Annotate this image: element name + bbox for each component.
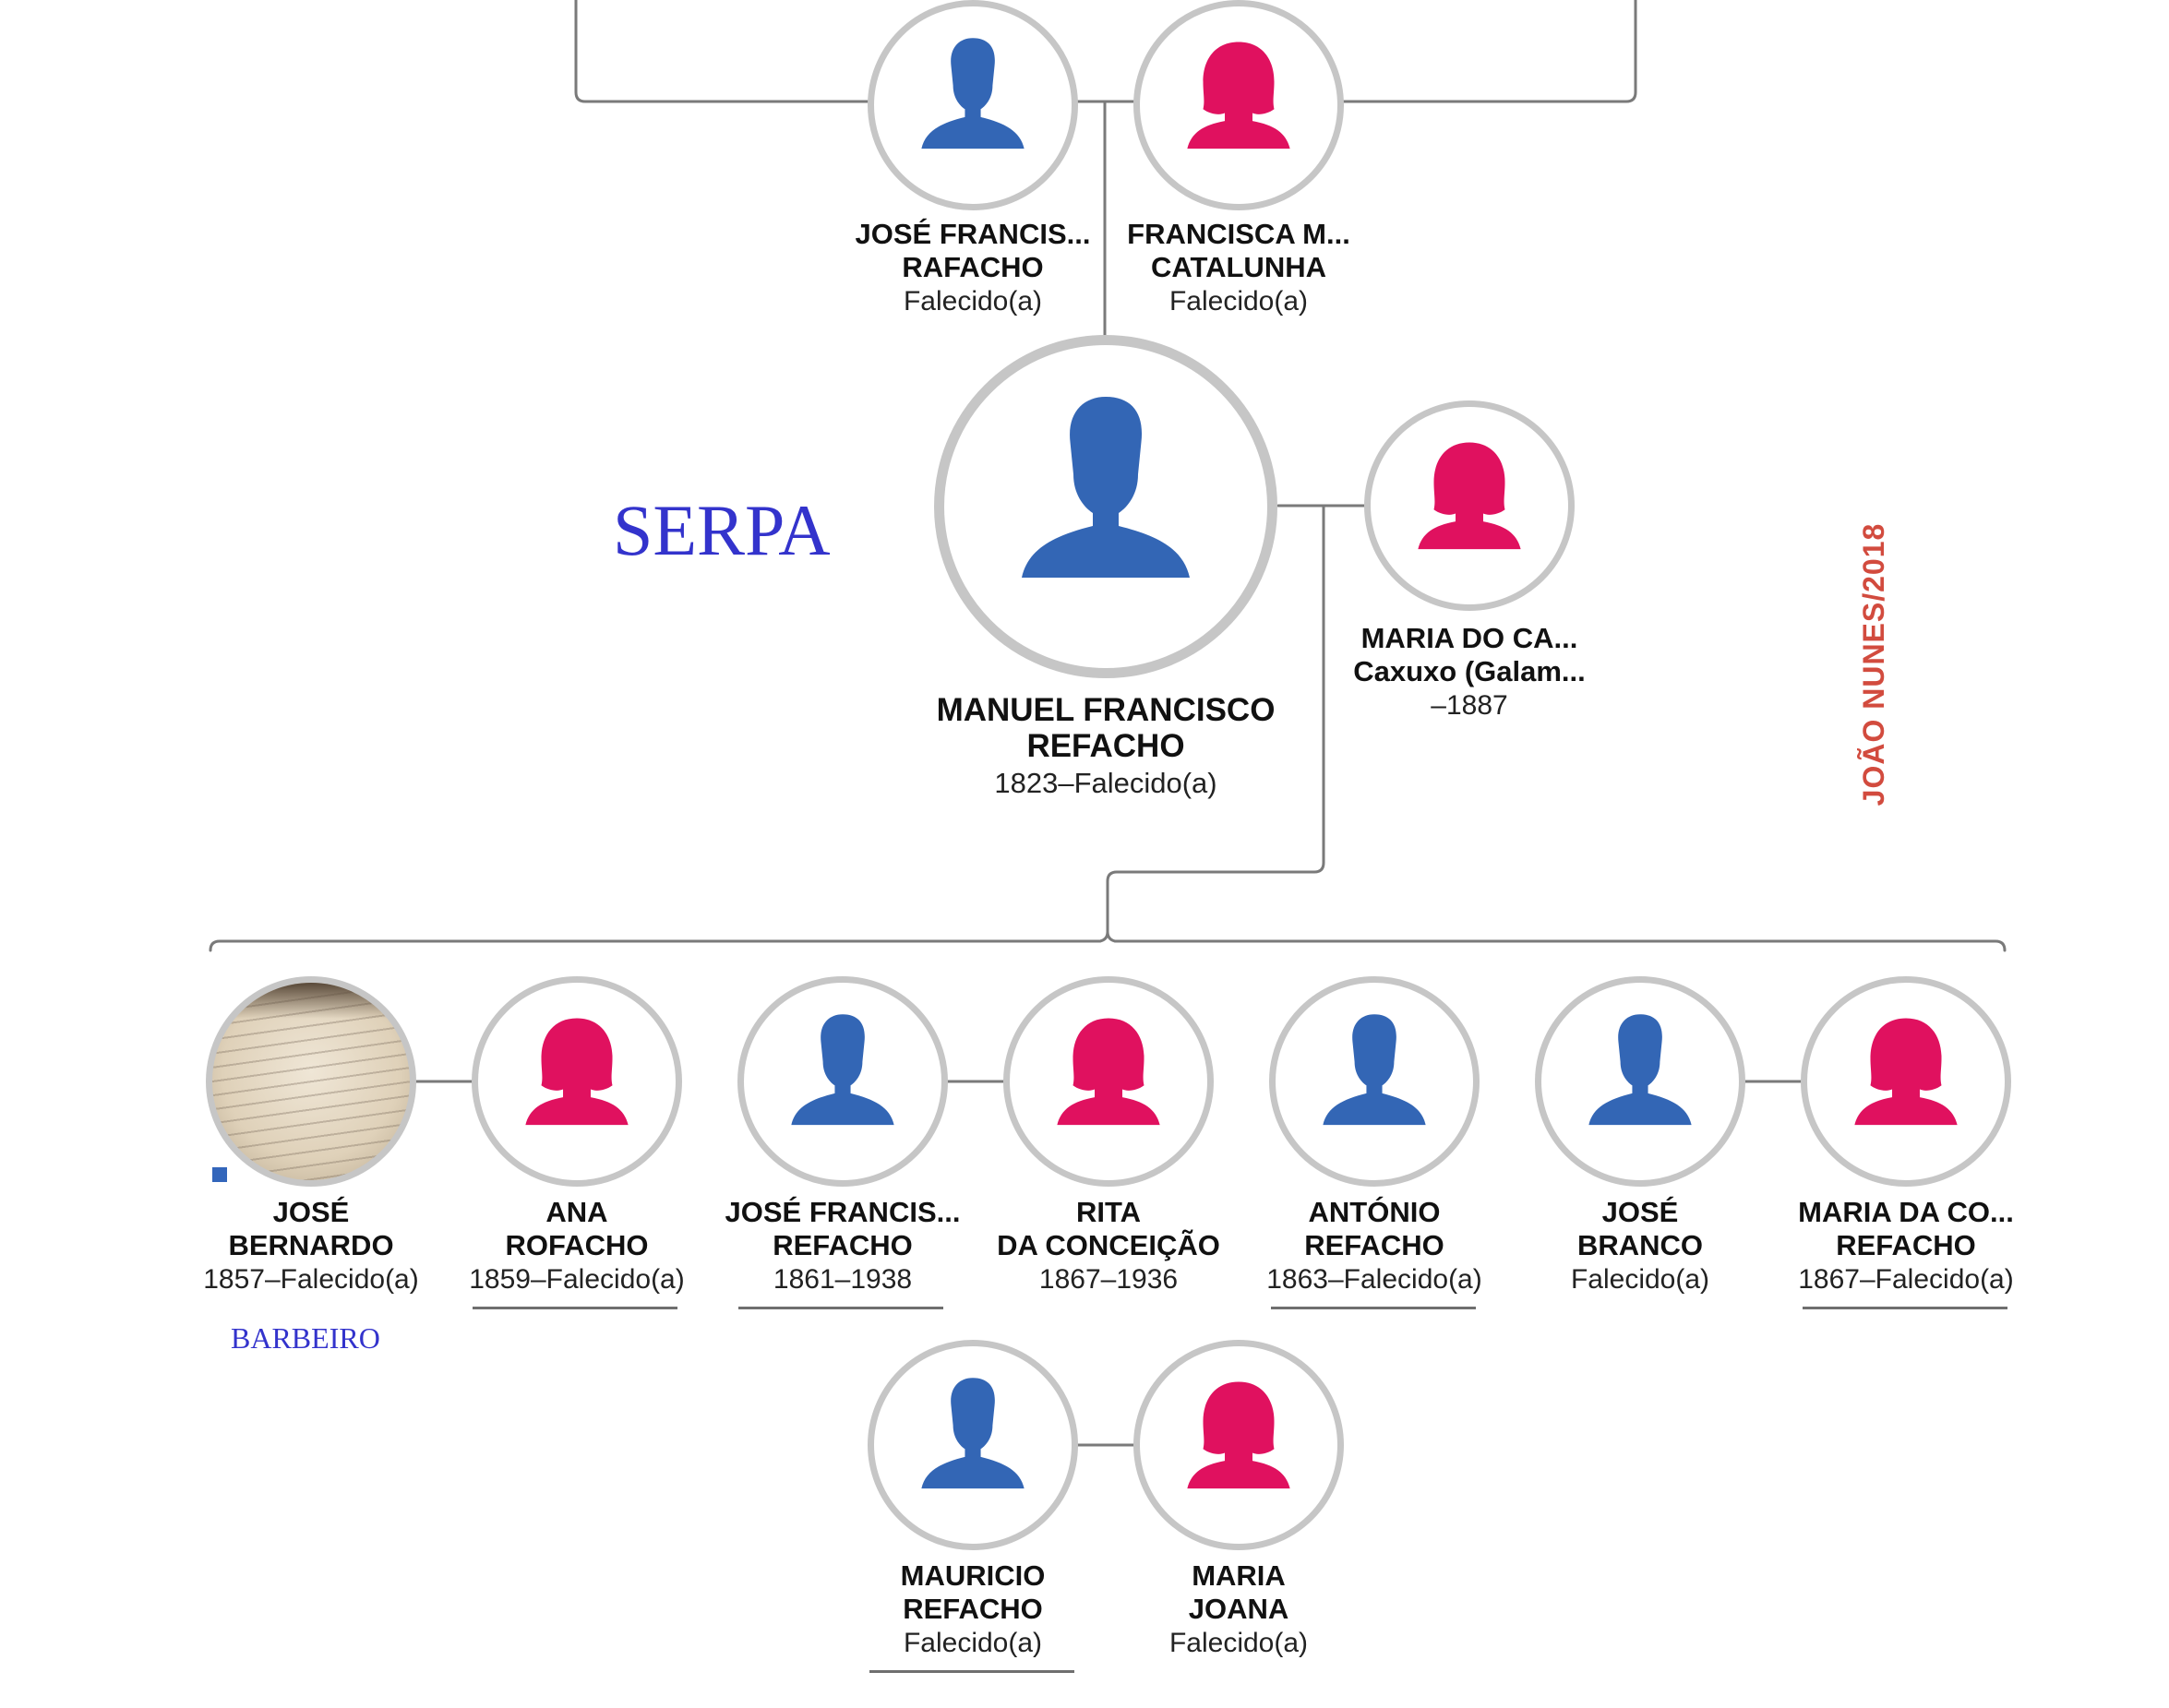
spouse-name-line2: Caxuxo (Galam... bbox=[1353, 655, 1586, 687]
focus-name-line2: REFACHO bbox=[1026, 728, 1185, 764]
child4-name-line1: MARIA DA CO... bbox=[1798, 1196, 2014, 1228]
male-silhouette-icon bbox=[791, 1014, 894, 1126]
focus-person-label: MANUEL FRANCISCO REFACHO 1823–Falecido(a… bbox=[903, 692, 1309, 803]
child4-dates: 1867–Falecido(a) bbox=[1798, 1264, 2014, 1295]
child2-spouse-avatar[interactable] bbox=[1003, 976, 1214, 1187]
note-marker-icon bbox=[212, 1167, 227, 1182]
male-silhouette-icon bbox=[921, 38, 1025, 149]
grandparents-bracket bbox=[574, 0, 1637, 103]
female-silhouette-icon bbox=[1057, 1018, 1160, 1126]
spouse-name-line1: MARIA DO CA... bbox=[1360, 622, 1578, 654]
child1-spouse-dates: 1859–Falecido(a) bbox=[469, 1264, 685, 1295]
couple-to-children-line bbox=[209, 504, 2007, 952]
child1-spouse-label: ANA ROFACHO 1859–Falecido(a) bbox=[429, 1196, 725, 1297]
focus-name-line1: MANUEL FRANCISCO bbox=[936, 692, 1276, 728]
child2-label: JOSÉ FRANCIS... REFACHO 1861–1938 bbox=[695, 1196, 990, 1297]
child1-spouse-avatar[interactable] bbox=[472, 976, 682, 1187]
child3-label: ANTÓNIO REFACHO 1863–Falecido(a) bbox=[1227, 1196, 1522, 1297]
place-label: SERPA bbox=[613, 490, 831, 570]
mother-name-line2: CATALUNHA bbox=[1151, 251, 1326, 283]
child2-dates: 1861–1938 bbox=[773, 1264, 913, 1295]
male-silhouette-icon bbox=[1323, 1014, 1426, 1126]
child4-avatar[interactable] bbox=[1801, 976, 2011, 1187]
father-name-line1: JOSÉ FRANCIS... bbox=[855, 218, 1091, 250]
male-silhouette-icon bbox=[1022, 397, 1190, 578]
child4-spouse-avatar[interactable] bbox=[1535, 976, 1745, 1187]
child1-dates: 1857–Falecido(a) bbox=[203, 1264, 419, 1295]
child4-spouse-label: JOSÉ BRANCO Falecido(a) bbox=[1492, 1196, 1788, 1297]
spouse-dates: –1887 bbox=[1431, 690, 1508, 721]
female-silhouette-icon bbox=[1854, 1018, 1958, 1126]
child4-name-line2: REFACHO bbox=[1836, 1229, 1976, 1261]
child2-spouse-label: RITA DA CONCEIÇÃO 1867–1936 bbox=[961, 1196, 1256, 1297]
spouse-label: MARIA DO CA... Caxuxo (Galam... –1887 bbox=[1322, 622, 1617, 723]
focus-person-avatar[interactable] bbox=[934, 335, 1277, 678]
child4-spouse-name-line2: BRANCO bbox=[1576, 1229, 1704, 1261]
child1-name-line2: BERNARDO bbox=[228, 1229, 394, 1261]
child2-name-line1: JOSÉ FRANCIS... bbox=[725, 1196, 961, 1228]
child2-spouse-dates: 1867–1936 bbox=[1038, 1264, 1179, 1295]
mother-avatar[interactable] bbox=[1133, 0, 1344, 210]
child2-name-line2: REFACHO bbox=[773, 1229, 913, 1261]
author-credit: JOÃO NUNES/2018 bbox=[1857, 522, 1890, 806]
child1-spouse-underline bbox=[473, 1307, 677, 1309]
child3-avatar[interactable] bbox=[1269, 976, 1480, 1187]
child5-spouse-dates: Falecido(a) bbox=[1168, 1628, 1309, 1658]
child5-name-line2: REFACHO bbox=[903, 1593, 1043, 1625]
child3-underline bbox=[1271, 1307, 1476, 1309]
mother-dates: Falecido(a) bbox=[1168, 286, 1309, 317]
female-silhouette-icon bbox=[1418, 442, 1521, 550]
child3-dates: 1863–Falecido(a) bbox=[1266, 1264, 1482, 1295]
spouse-avatar[interactable] bbox=[1364, 400, 1575, 611]
female-silhouette-icon bbox=[1187, 1381, 1290, 1489]
child5-underline bbox=[869, 1670, 1074, 1673]
child5-name-line1: MAURICIO bbox=[900, 1559, 1046, 1592]
father-dates: Falecido(a) bbox=[903, 286, 1043, 317]
male-silhouette-icon bbox=[1588, 1014, 1692, 1126]
child4-spouse-name-line1: JOSÉ bbox=[1601, 1196, 1679, 1228]
child4-label: MARIA DA CO... REFACHO 1867–Falecido(a) bbox=[1758, 1196, 2054, 1297]
child2-underline bbox=[738, 1307, 943, 1309]
child5-spouse-label: MARIA JOANA Falecido(a) bbox=[1091, 1559, 1386, 1661]
female-silhouette-icon bbox=[525, 1018, 629, 1126]
mother-label: FRANCISCA M... CATALUNHA Falecido(a) bbox=[1091, 218, 1386, 319]
child5-avatar[interactable] bbox=[868, 1340, 1078, 1550]
child1-spouse-name-line2: ROFACHO bbox=[505, 1229, 649, 1261]
child5-spouse-name-line1: MARIA bbox=[1192, 1559, 1286, 1592]
focus-dates: 1823–Falecido(a) bbox=[994, 767, 1217, 799]
child4-underline bbox=[1803, 1307, 2007, 1309]
child4-spouse-dates: Falecido(a) bbox=[1570, 1264, 1710, 1295]
father-name-line2: RAFACHO bbox=[902, 251, 1044, 283]
child1-avatar[interactable] bbox=[206, 976, 416, 1187]
father-label: JOSÉ FRANCIS... RAFACHO Falecido(a) bbox=[825, 218, 1120, 319]
child2-avatar[interactable] bbox=[737, 976, 948, 1187]
occupation-note: BARBEIRO bbox=[231, 1321, 380, 1355]
child2-spouse-name-line1: RITA bbox=[1075, 1196, 1142, 1228]
male-silhouette-icon bbox=[921, 1378, 1025, 1489]
child5-dates: Falecido(a) bbox=[903, 1628, 1043, 1658]
father-avatar[interactable] bbox=[868, 0, 1078, 210]
mother-name-line1: FRANCISCA M... bbox=[1127, 218, 1350, 250]
child5-spouse-name-line2: JOANA bbox=[1188, 1593, 1289, 1625]
child3-name-line2: REFACHO bbox=[1304, 1229, 1444, 1261]
child2-spouse-name-line2: DA CONCEIÇÃO bbox=[997, 1229, 1220, 1261]
child5-label: MAURICIO REFACHO Falecido(a) bbox=[825, 1559, 1120, 1661]
child5-spouse-avatar[interactable] bbox=[1133, 1340, 1344, 1550]
child1-name-line1: JOSÉ bbox=[272, 1196, 350, 1228]
child1-label: JOSÉ BERNARDO 1857–Falecido(a) bbox=[163, 1196, 459, 1297]
child1-spouse-name-line1: ANA bbox=[545, 1196, 608, 1228]
child3-name-line1: ANTÓNIO bbox=[1308, 1196, 1441, 1228]
female-silhouette-icon bbox=[1187, 42, 1290, 149]
